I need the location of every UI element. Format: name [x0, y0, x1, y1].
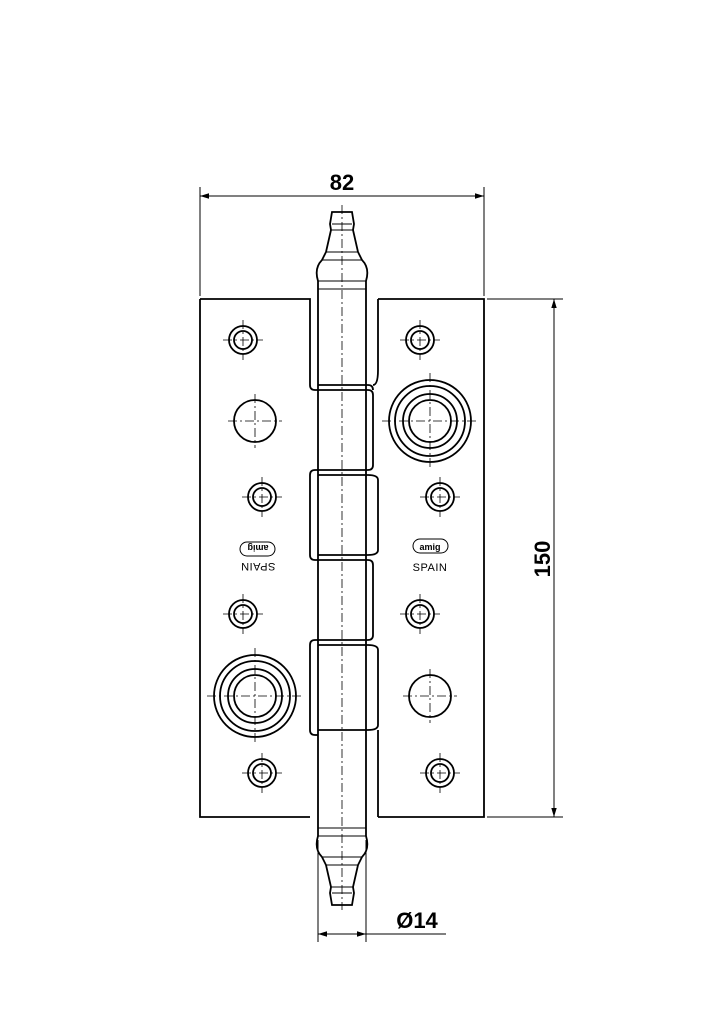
screw-hole — [400, 320, 440, 360]
left-leaf-marking: amig SPAIN — [239, 541, 276, 572]
height-dimension: 150 — [487, 298, 563, 818]
screw-hole — [420, 753, 460, 793]
pin-barrel — [317, 205, 367, 910]
screw-hole — [420, 477, 460, 517]
right-leaf-marking: amig SPAIN — [412, 538, 449, 574]
top-finial — [315, 211, 369, 289]
country-label: SPAIN — [241, 560, 276, 572]
screw-hole — [242, 753, 282, 793]
svg-text:amig: amig — [247, 543, 268, 553]
screw-hole — [223, 594, 263, 634]
plain-hole — [403, 669, 457, 723]
bearing-hole — [207, 648, 303, 744]
left-leaf — [199, 298, 374, 818]
svg-text:amig: amig — [419, 542, 440, 552]
pin-diameter-dimension: Ø14 — [317, 840, 446, 942]
height-label: 150 — [530, 541, 555, 578]
screw-hole — [400, 594, 440, 634]
screw-hole — [223, 320, 263, 360]
right-leaf — [318, 298, 485, 818]
screw-hole — [242, 477, 282, 517]
right-leaf-holes — [382, 320, 478, 793]
left-leaf-holes — [207, 320, 303, 793]
width-dimension: 82 — [199, 170, 485, 296]
country-label: SPAIN — [413, 562, 448, 574]
diameter-label: Ø14 — [396, 908, 438, 933]
brand-logo: amig — [412, 538, 449, 554]
bottom-finial — [315, 828, 369, 906]
width-label: 82 — [330, 170, 354, 195]
bearing-hole — [382, 373, 478, 469]
brand-logo: amig — [239, 541, 276, 557]
plain-hole — [228, 394, 282, 448]
